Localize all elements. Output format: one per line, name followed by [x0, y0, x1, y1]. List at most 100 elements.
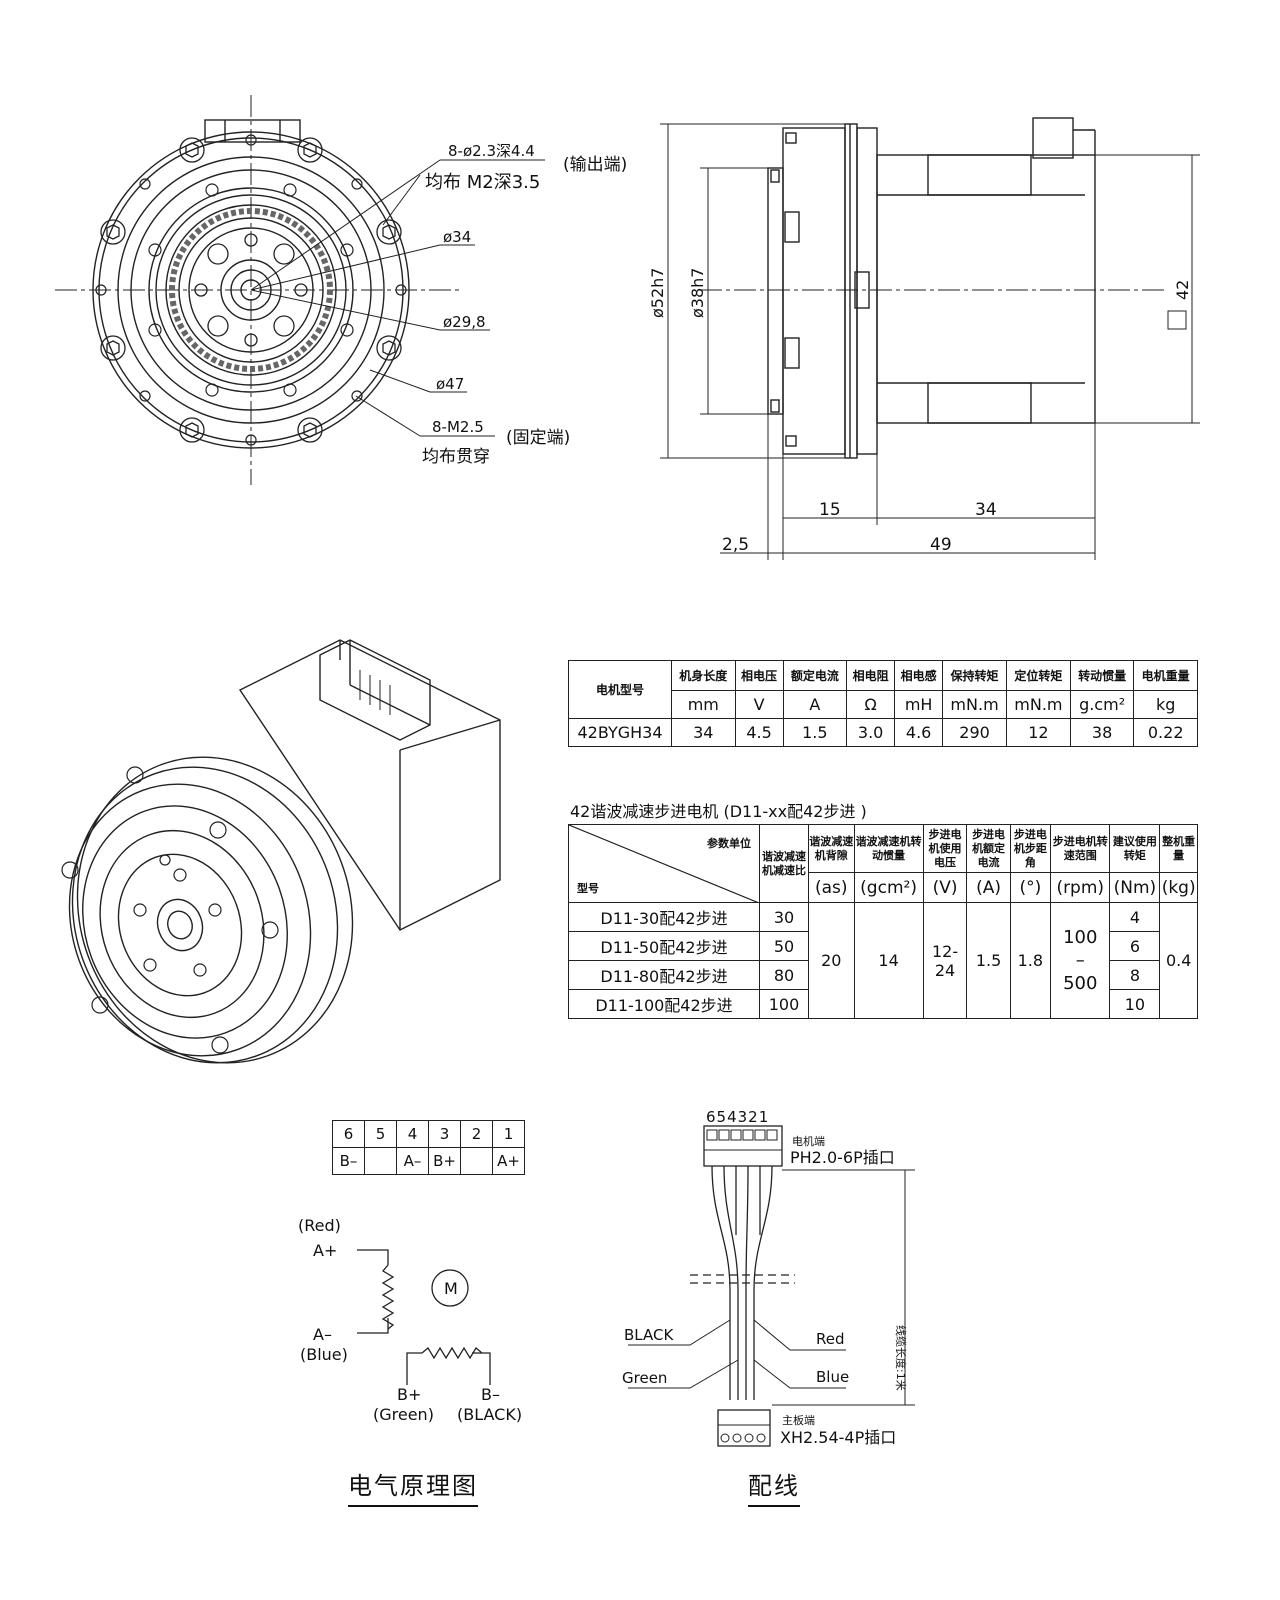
motor-value: 3.0: [846, 718, 896, 747]
corner-model-label: 型号: [577, 882, 599, 895]
motor-unit: g.cm²: [1069, 690, 1135, 719]
reducer-col-header: 整机重量: [1159, 824, 1198, 873]
pin-signal: A+: [492, 1147, 525, 1175]
motor-unit: Ω: [846, 690, 896, 719]
motor-model-cell: 42BYGH34: [568, 718, 672, 747]
reducer-model-cell: D11-30配42步进: [568, 902, 760, 932]
reducer-unit: (A): [966, 872, 1011, 903]
inertia-cell: 14: [853, 902, 924, 1019]
motor-col-header: 电机重量: [1133, 660, 1198, 691]
board-connector-label: XH2.54-4P插口: [780, 1428, 896, 1447]
reducer-model-cell: D11-50配42步进: [568, 931, 760, 961]
schematic-caption: 电气原理图: [348, 1466, 478, 1507]
motor-col-header: 相电感: [894, 660, 944, 691]
b-minus-label: B–: [481, 1385, 500, 1404]
reducer-unit: (rpm): [1050, 872, 1111, 903]
motor-col-header: 转动惯量: [1069, 660, 1135, 691]
reducer-col-header: 谐波减速机背隙: [808, 824, 855, 873]
reducer-col-header: 步进电机步距角: [1009, 824, 1052, 873]
label-49: 49: [930, 535, 952, 555]
motor-unit: V: [734, 690, 784, 719]
ratio-cell: 100: [759, 989, 809, 1019]
speed-top: 100: [1063, 926, 1098, 948]
reducer-col-header: 步进电机转速范围: [1050, 824, 1111, 873]
pin-signal: B–: [332, 1147, 365, 1175]
current-cell: 1.5: [966, 902, 1011, 1019]
torque-cell: 8: [1109, 960, 1161, 990]
label-42: 42: [1173, 280, 1192, 300]
label-d29: ø29,8: [443, 313, 486, 331]
green-label: (Green): [373, 1405, 434, 1424]
diagonal-line: [569, 825, 759, 903]
backlash-cell: 20: [808, 902, 855, 1019]
reducer-unit: (V): [922, 872, 968, 903]
label-holes-fix-spec: 8-M2.5: [432, 418, 484, 436]
motor-spec-table: 电机型号 机身长度 相电压 额定电流 相电阻 相电感 保持转矩 定位转矩 转动惯…: [568, 660, 1198, 747]
reducer-table-title: 42谐波减速步进电机 (D11-xx配42步进 ): [570, 802, 867, 821]
torque-cell: 4: [1109, 902, 1161, 932]
reducer-col-header: 建议使用转矩: [1109, 824, 1161, 873]
motor-unit: A: [782, 690, 848, 719]
ratio-cell: 30: [759, 902, 809, 932]
pin-number: 1: [492, 1120, 525, 1148]
pin-number: 2: [460, 1120, 493, 1148]
a-minus-label: A–: [313, 1325, 332, 1344]
side-view-drawing: ø52h7 ø38h7 42 15 34 2,5 49: [648, 117, 1200, 560]
ratio-header: 谐波减速机减速比: [759, 824, 809, 903]
black-label: (BLACK): [457, 1405, 522, 1424]
motor-col-header: 相电压: [734, 660, 784, 691]
motor-col-header: 机身长度: [671, 660, 736, 691]
ratio-cell: 50: [759, 931, 809, 961]
reducer-unit: (as): [808, 872, 855, 903]
torque-cell: 10: [1109, 989, 1161, 1019]
motor-symbol: [431, 1269, 469, 1307]
motor-value: 0.22: [1133, 718, 1198, 747]
motor-unit: mm: [671, 690, 736, 719]
wire-red-label: Red: [816, 1330, 845, 1348]
reducer-col-header: 谐波减速机转动惯量: [853, 824, 924, 873]
label-15: 15: [819, 500, 841, 520]
motor-unit: mN.m: [1005, 690, 1071, 719]
label-out-end: (输出端): [563, 155, 627, 175]
cable-length-label: 线缆长度:1米: [894, 1325, 908, 1391]
wiring-pin-numbers: 654321: [706, 1108, 769, 1126]
speed-mid: –: [1075, 949, 1085, 971]
wiring-diagram: 654321 电机端 PH2.0-6P插口 线缆长度:1米 BLACK Gree…: [622, 1108, 915, 1447]
wiring-caption: 配线: [748, 1466, 800, 1507]
motor-col-header: 相电阻: [846, 660, 896, 691]
motor-unit: mN.m: [942, 690, 1007, 719]
motor-value: 4.6: [894, 718, 944, 747]
reducer-spec-table: 参数单位 型号 谐波减速机减速比 谐波减速机背隙 谐波减速机转动惯量 步进电机使…: [568, 824, 1198, 1019]
motor-model-header: 电机型号: [568, 660, 672, 719]
label-fix-end: (固定端): [506, 428, 570, 448]
torque-cell: 6: [1109, 931, 1161, 961]
motor-value: 1.5: [782, 718, 848, 747]
b-plus-label: B+: [397, 1385, 421, 1404]
wire-black-label: BLACK: [624, 1326, 674, 1344]
pin-number: 6: [332, 1120, 365, 1148]
label-holes-out-spec: 8-ø2.3深4.4: [448, 142, 535, 160]
label-holes-out-thread: 均布 M2深3.5: [425, 172, 540, 193]
front-view-drawing: 8-ø2.3深4.4 均布 M2深3.5 (输出端) ø34 ø29,8 ø47…: [55, 95, 627, 485]
motor-end-label: 电机端: [792, 1134, 825, 1148]
wire-green-label: Green: [622, 1369, 667, 1387]
reducer-unit: (kg): [1159, 872, 1198, 903]
reducer-col-header: 步进电机额定电流: [966, 824, 1011, 873]
label-d34: ø34: [443, 228, 471, 246]
label-25: 2,5: [722, 535, 749, 555]
red-label: (Red): [298, 1216, 341, 1235]
motor-value: 38: [1069, 718, 1135, 747]
ratio-cell: 80: [759, 960, 809, 990]
motor-unit: mH: [894, 690, 944, 719]
speed-range-cell: 100 – 500: [1050, 902, 1111, 1019]
motor-col-header: 保持转矩: [942, 660, 1007, 691]
speed-bottom: 500: [1063, 972, 1098, 994]
reducer-unit: (gcm²): [853, 872, 924, 903]
label-d52: ø52h7: [648, 268, 667, 318]
pin-number: 4: [396, 1120, 429, 1148]
motor-value: 4.5: [734, 718, 784, 747]
motor-col-header: 额定电流: [782, 660, 848, 691]
isometric-view-drawing: [61, 639, 501, 1064]
reducer-unit: (°): [1009, 872, 1052, 903]
a-plus-label: A+: [313, 1241, 337, 1260]
